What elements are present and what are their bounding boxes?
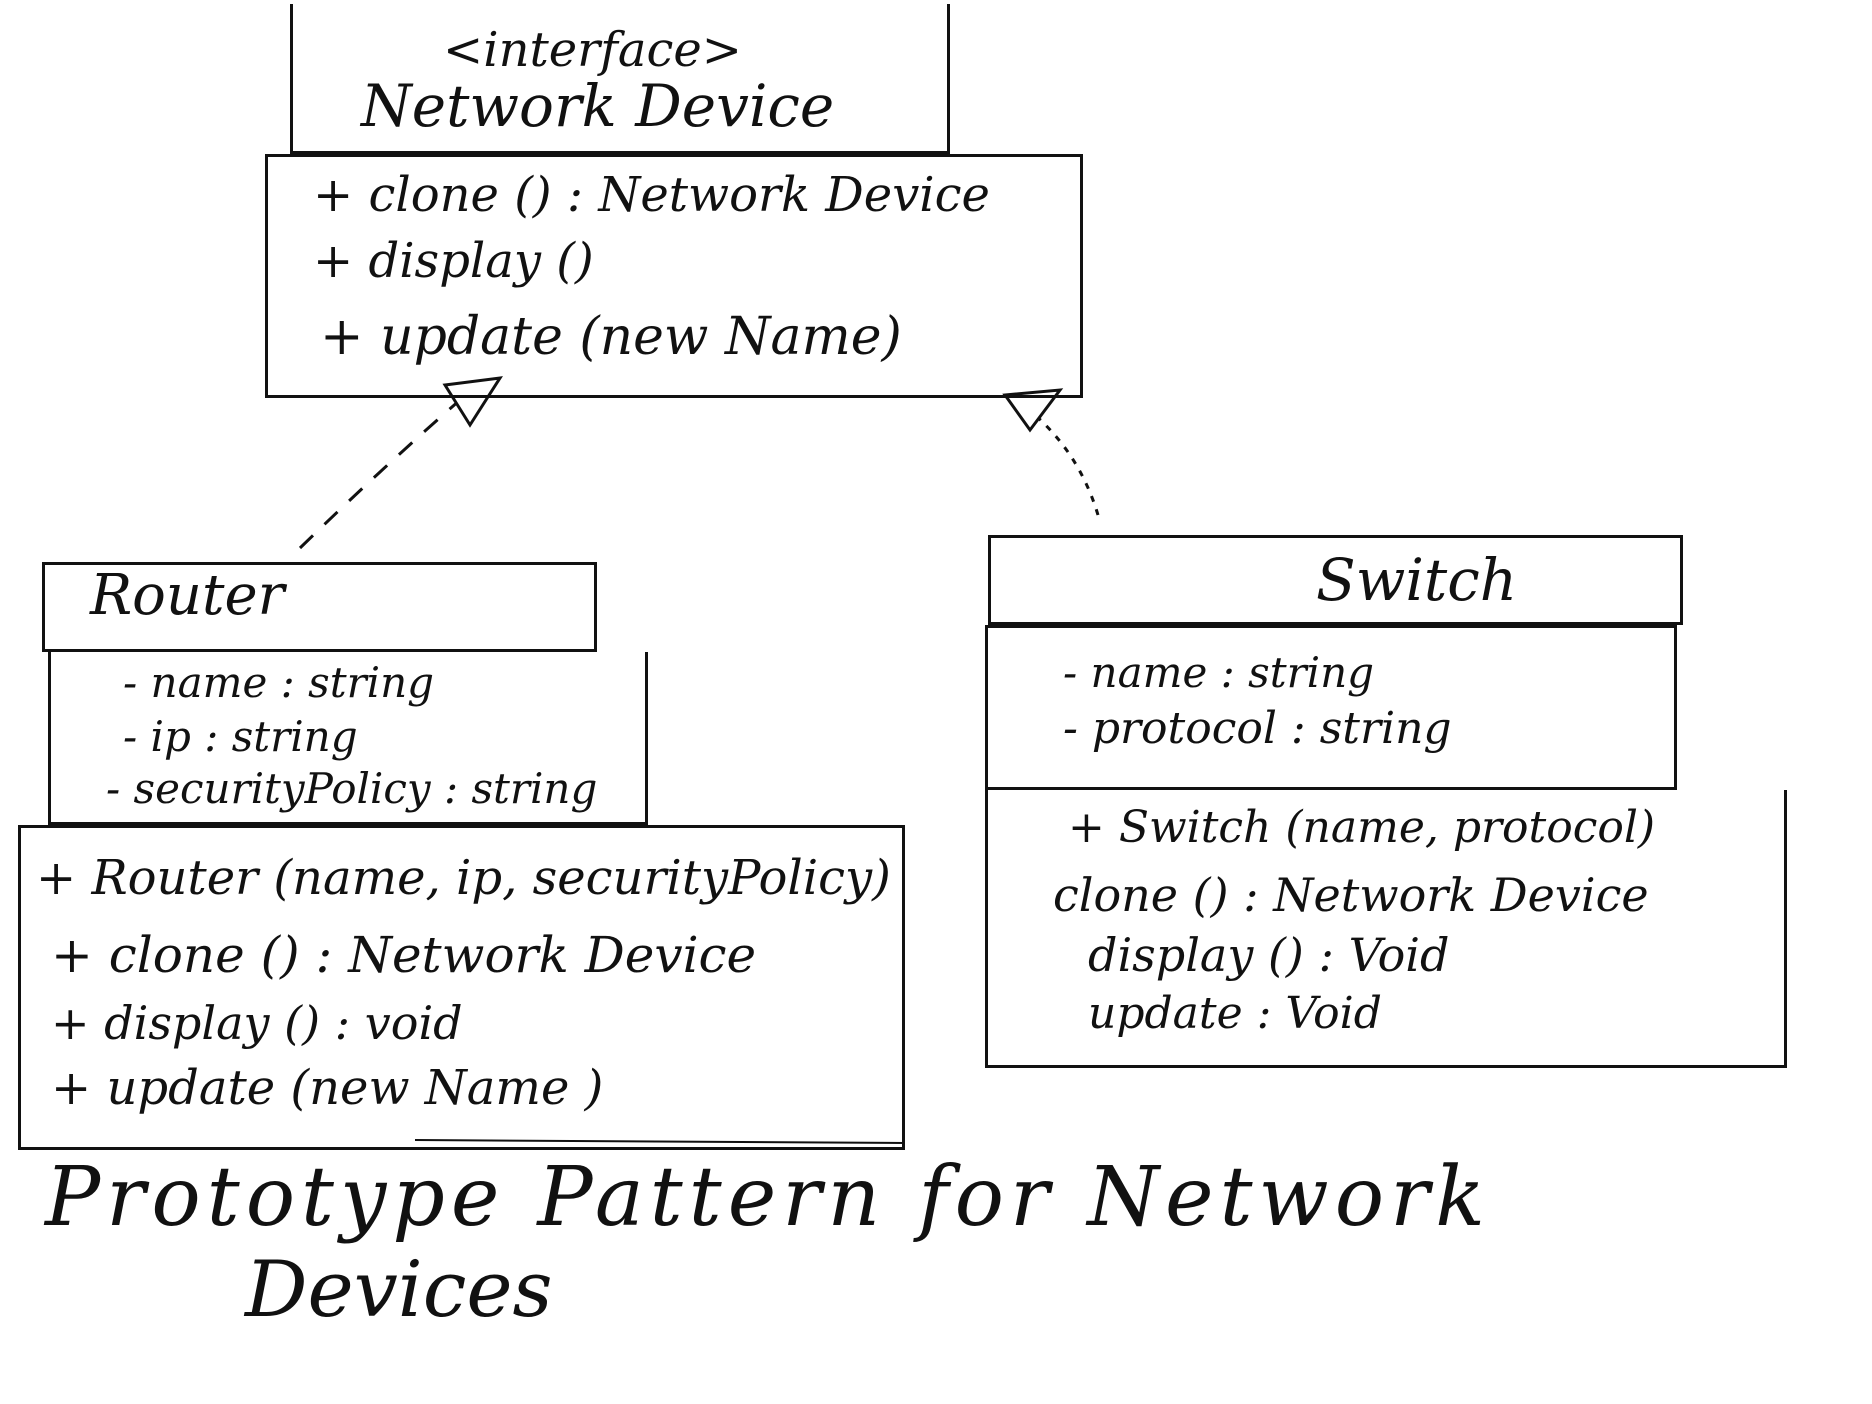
router-attributes-compartment: - name : string - ip : string - security…	[48, 652, 648, 825]
class-switch: Switch	[988, 535, 1683, 625]
router-attribute: - ip : string	[123, 712, 358, 761]
router-operation: + Router (name, ip, securityPolicy)	[36, 850, 891, 906]
switch-operations-compartment: + Switch (name, protocol) clone () : Net…	[985, 790, 1787, 1068]
router-operation: + update (new Name )	[51, 1060, 604, 1116]
interface-operation: + update (new Name)	[320, 307, 902, 367]
interface-network-device: <interface> Network Device	[290, 4, 950, 154]
router-attribute: - name : string	[123, 658, 435, 707]
router-class-name: Router	[90, 563, 285, 628]
switch-operation: + Switch (name, protocol)	[1068, 802, 1656, 853]
switch-realization-arrowhead	[1002, 388, 1064, 433]
diagram-caption-line1: Prototype Pattern for Network	[45, 1150, 1491, 1245]
router-realization-arrowhead	[442, 376, 503, 428]
interface-operation: + clone () : Network Device	[313, 167, 990, 223]
switch-operation: update : Void	[1088, 988, 1382, 1039]
caption-stroke	[414, 1139, 906, 1144]
router-attribute: - securityPolicy : string	[106, 764, 598, 813]
interface-operation: + display ()	[313, 233, 594, 289]
switch-realization-line	[1034, 413, 1100, 516]
router-realization-line	[298, 398, 461, 550]
switch-operation: display () : Void	[1088, 928, 1450, 982]
class-router: Router	[42, 562, 597, 652]
switch-attribute: - protocol : string	[1063, 703, 1452, 754]
switch-class-name: Switch	[1316, 546, 1518, 614]
switch-operation: clone () : Network Device	[1053, 868, 1649, 922]
interface-operations-compartment: + clone () : Network Device + display ()…	[265, 154, 1083, 398]
switch-attribute: - name : string	[1063, 648, 1375, 697]
diagram-caption-line2: Devices	[245, 1245, 553, 1335]
router-operations-compartment: + Router (name, ip, securityPolicy) + cl…	[18, 825, 905, 1150]
interface-stereotype: <interface>	[443, 22, 743, 78]
interface-name: Network Device	[361, 72, 835, 140]
switch-attributes-compartment: - name : string - protocol : string	[985, 625, 1677, 790]
router-operation: + display () : void	[51, 996, 463, 1050]
router-operation: + clone () : Network Device	[51, 926, 757, 984]
